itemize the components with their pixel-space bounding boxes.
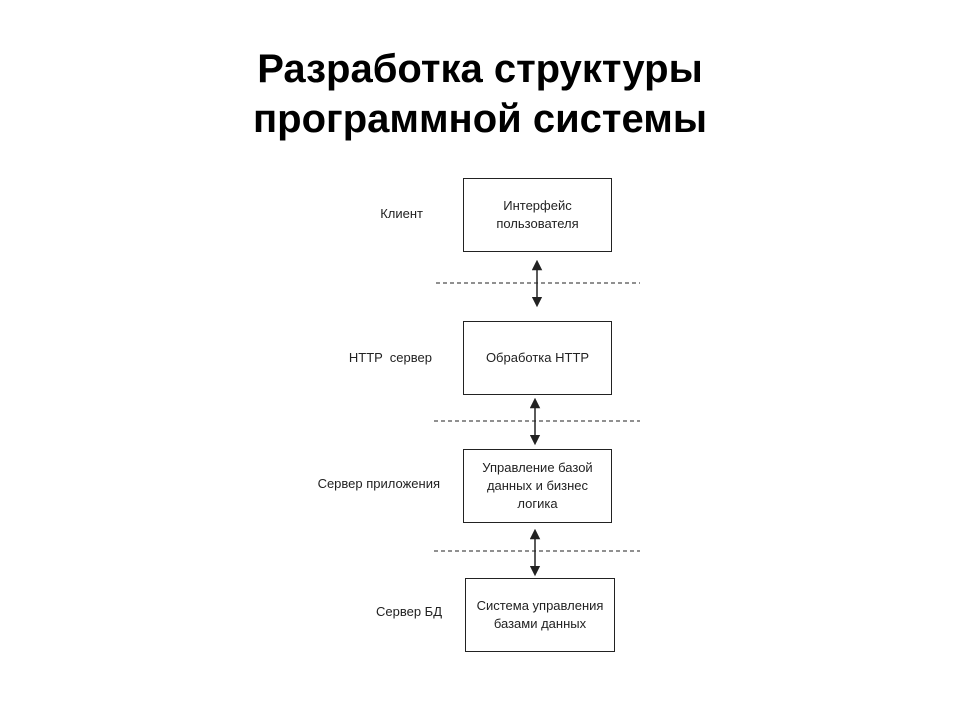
box-http-processing: Обработка HTTP [463,321,612,395]
page-title: Разработка структуры программной системы [0,44,960,144]
tier-label-db-server: Сервер БД [375,604,442,619]
box-db-business-logic: Управление базой данных и бизнес логика [463,449,612,523]
tier-label-http-server: HTTP сервер [348,350,432,365]
tier-label-client: Клиент [380,206,423,221]
box-dbms: Система управления базами данных [465,578,615,652]
box-user-interface: Интерфейс пользователя [463,178,612,252]
page-title-line-2: программной системы [253,97,707,141]
page-title-line-1: Разработка структуры [257,47,703,91]
tier-label-app-server: Сервер приложения [317,476,440,491]
